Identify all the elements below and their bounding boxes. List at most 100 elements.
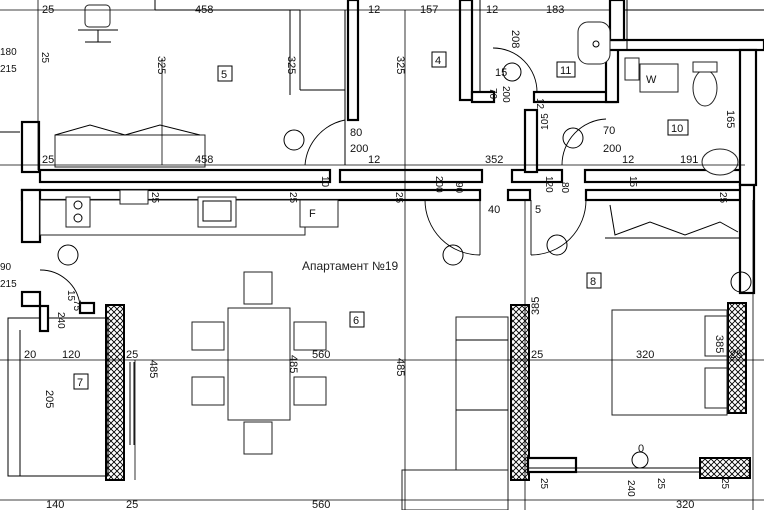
dimension-label: 12 <box>622 154 634 166</box>
wall-5-4 <box>346 0 360 122</box>
door-room-5 <box>304 119 346 166</box>
dimension-label: 5 <box>535 204 541 216</box>
washbasin-icon <box>577 21 611 65</box>
dimension-label: 385 <box>530 297 542 315</box>
dimension-label: 240 <box>625 480 636 497</box>
dimension-label: 120 <box>543 176 554 193</box>
dimension-label: 165 <box>724 110 736 128</box>
dimension-label: 70 <box>487 88 498 100</box>
apartment-title: Апартамент №19 <box>302 259 399 273</box>
wall-11-bottom <box>532 90 618 104</box>
dimension-label: 12 <box>534 98 545 110</box>
dimension-label: 25 <box>149 192 160 204</box>
dimension-label: 200 <box>350 143 368 155</box>
dimension-label: 15 <box>495 67 507 79</box>
dimension-label: 208 <box>509 30 521 48</box>
dimension-label: 560 <box>312 499 330 510</box>
dimension-label: 485 <box>147 360 159 378</box>
sink-icon-bath <box>701 148 739 176</box>
wall-hatched-right <box>727 302 747 414</box>
room-number-8: 8 <box>590 276 596 288</box>
walls <box>0 0 764 481</box>
dimension-label: 0 <box>638 443 644 455</box>
dimension-label: 25 <box>393 192 404 204</box>
wall-bottom-stub <box>526 456 578 474</box>
fridge-label: F <box>309 208 316 220</box>
stove-icon <box>65 196 91 228</box>
dimension-label: 325 <box>155 56 167 74</box>
doors <box>39 47 700 473</box>
furniture: F <box>19 4 740 510</box>
wall-4-10 <box>523 108 539 174</box>
sink-icon-kitchen <box>197 196 237 228</box>
dining-table-icon <box>191 271 327 455</box>
dimension-label: 240 <box>55 312 66 329</box>
dimension-label: 215 <box>0 64 17 75</box>
room-number-5: 5 <box>221 69 227 81</box>
dimension-label: 560 <box>312 349 330 361</box>
dimension-label: 200 <box>433 176 444 193</box>
kitchen-counter: F <box>39 189 339 236</box>
dimension-label: 10 <box>319 176 330 188</box>
dimension-label: 25 <box>655 478 666 490</box>
wall-hatched-mid <box>510 304 530 481</box>
room-number-11: 11 <box>560 65 571 77</box>
dimension-label: 320 <box>636 349 654 361</box>
dimension-label: 90 <box>453 182 464 194</box>
wall-4-11 <box>458 0 474 102</box>
dimension-label: 20 <box>24 349 36 361</box>
washer-icon <box>639 63 679 93</box>
room-number-7: 7 <box>77 377 83 389</box>
dimension-label: 385 <box>713 335 725 353</box>
door-room-8 <box>530 199 587 256</box>
wall-corridor-top-left <box>38 168 332 184</box>
dimension-label: 140 <box>46 499 64 510</box>
dimension-label: 25 <box>531 349 543 361</box>
bed-icon-room-8 <box>605 204 740 416</box>
dimension-label: 191 <box>680 154 698 166</box>
dimension-label: 352 <box>485 154 503 166</box>
dimension-label: 458 <box>195 154 213 166</box>
dimension-label: 25 <box>42 154 54 166</box>
wall-right-top <box>608 0 626 42</box>
heater-icon <box>624 57 640 81</box>
dimension-label: 485 <box>287 355 299 373</box>
dimension-label: 75 <box>71 300 82 312</box>
washer-label: W <box>646 74 657 86</box>
dimension-label: 40 <box>488 204 500 216</box>
dimension-label: 25 <box>126 499 138 510</box>
toilet-icon <box>692 69 718 107</box>
wall-hatched-left <box>105 304 125 481</box>
dimension-label: 180 <box>0 47 17 58</box>
dimension-label: 15 <box>65 290 76 302</box>
wall-right-lower <box>738 183 756 295</box>
room-number-4: 4 <box>435 55 441 67</box>
wall-hatched-bottom-right <box>699 457 751 479</box>
office-chair-icon <box>78 4 118 43</box>
dimension-label: 320 <box>676 499 694 510</box>
dimension-label: 80 <box>559 182 570 194</box>
dimension-label: 25 <box>287 192 298 204</box>
dimension-label: 120 <box>62 349 80 361</box>
dimension-labels: 25 458 12 157 12 183 180 215 25 325 325 … <box>0 4 742 510</box>
dimension-label: 90 <box>0 262 12 273</box>
door-room-6 <box>424 199 481 256</box>
bathroom-fixtures: W <box>577 21 739 176</box>
dimension-label: 80 <box>350 127 362 139</box>
dimension-label: 25 <box>126 349 138 361</box>
wall-balcony-stub2 <box>78 301 96 315</box>
bed-icon-room-5 <box>54 124 206 168</box>
dimension-label: 12 <box>368 154 380 166</box>
dimension-label: 105 <box>540 113 551 130</box>
wall-left-upper <box>20 120 41 174</box>
dimension-label: 325 <box>285 56 297 74</box>
wall-corridor-bottom <box>20 188 482 202</box>
wall-4-11-stub <box>470 90 496 104</box>
dimension-label: 200 <box>603 143 621 155</box>
dimension-label: 70 <box>603 125 615 137</box>
ceiling-lights <box>57 62 752 469</box>
dimension-label: 25 <box>39 52 50 64</box>
wall-left-mid <box>20 188 42 244</box>
wall-corridor-top-mid <box>338 168 484 184</box>
dimension-label: 157 <box>420 4 438 16</box>
